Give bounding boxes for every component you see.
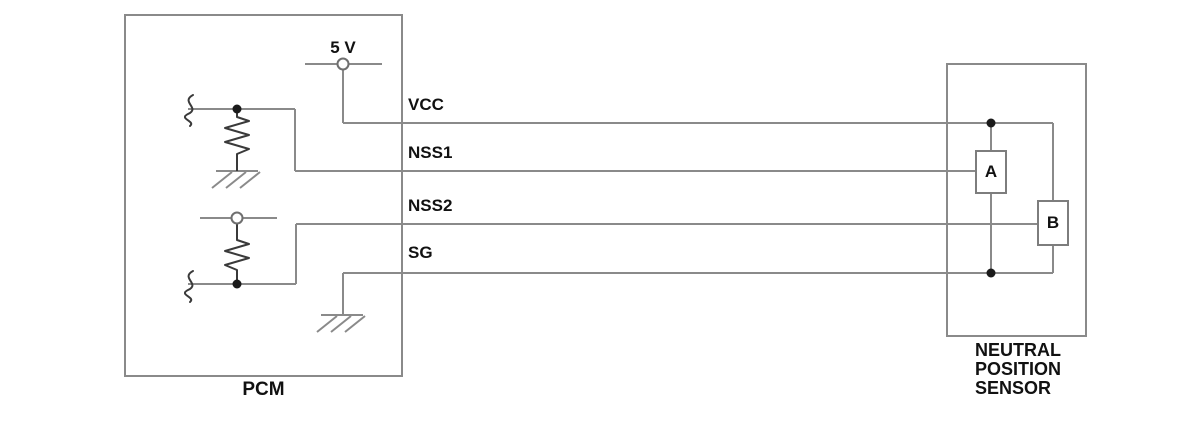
ground-icon bbox=[211, 170, 261, 189]
junction-dot bbox=[232, 279, 242, 289]
terminal-circle bbox=[230, 211, 244, 225]
neutral-position-sensor-box bbox=[946, 63, 1087, 337]
pcm-label: PCM bbox=[242, 379, 285, 400]
wire-break-icon bbox=[183, 94, 194, 127]
sensor-name-label: NEUTRAL POSITION SENSOR bbox=[975, 341, 1061, 398]
supply-terminal-circle bbox=[336, 57, 350, 71]
resistor-icon bbox=[224, 109, 250, 171]
junction-dot bbox=[232, 104, 242, 114]
wire-label-vcc: VCC bbox=[408, 95, 444, 114]
wire-label-sg: SG bbox=[408, 243, 433, 262]
sensor-name-line1: NEUTRAL bbox=[975, 340, 1061, 360]
supply-voltage-label: 5 V bbox=[330, 38, 356, 57]
pcm-box bbox=[124, 14, 403, 377]
sensor-name-line2: POSITION bbox=[975, 359, 1062, 379]
sensor-element-a: A bbox=[975, 150, 1007, 194]
sensor-name-line3: SENSOR bbox=[975, 378, 1052, 398]
sensor-element-b: B bbox=[1037, 200, 1069, 246]
ground-icon bbox=[316, 314, 366, 333]
junction-dot bbox=[986, 268, 996, 278]
wire-label-nss1: NSS1 bbox=[408, 143, 453, 162]
resistor-icon bbox=[224, 223, 250, 284]
junction-dot bbox=[986, 118, 996, 128]
wire-break-icon bbox=[183, 270, 194, 303]
wire-label-nss2: NSS2 bbox=[408, 196, 453, 215]
